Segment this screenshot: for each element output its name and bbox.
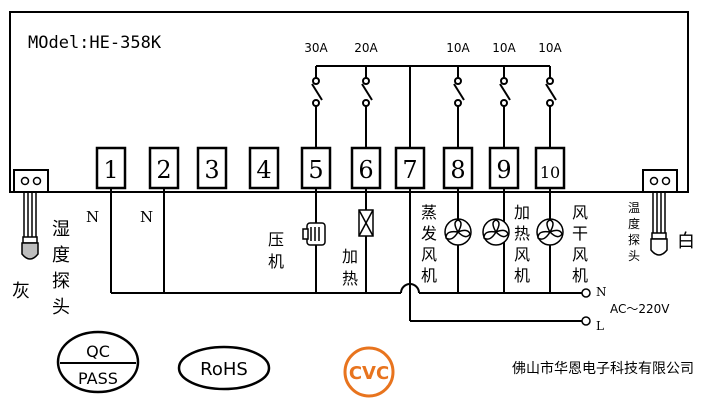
terminal-number: 5 (308, 156, 323, 184)
rating-label: 10A (538, 41, 562, 55)
drying-fan-label: 风 干 风 机 (572, 203, 588, 285)
rohs-text: RoHS (200, 359, 248, 380)
qc-pass-badge: QC PASS (56, 330, 140, 394)
heater-icon (358, 209, 374, 237)
relay-switch-3 (453, 66, 465, 148)
temperature-probe-char: 度 (628, 216, 640, 231)
heater-char: 加 (342, 247, 358, 266)
terminal-box (442, 146, 474, 190)
humidity-probe-color: 灰 (12, 281, 30, 302)
supply-terminal-l (581, 316, 591, 326)
heating-fan-label: 加 热 风 机 (514, 203, 530, 285)
supply-voltage: AC～220V (610, 302, 670, 316)
temperature-probe-label: 温 度 探 头 (628, 201, 640, 263)
supply-n-label: N (596, 285, 607, 299)
steam-fan-char: 发 (421, 224, 437, 243)
rating-label: 30A (304, 41, 328, 55)
humidity-probe-char: 头 (52, 297, 70, 318)
terminal-box (394, 146, 426, 190)
heating-fan-char: 加 (514, 203, 530, 222)
temperature-probe-connector (642, 169, 678, 193)
temperature-probe (650, 192, 668, 256)
relay-switch-5 (545, 66, 557, 148)
terminal-number: 6 (358, 156, 373, 184)
terminal-number: 4 (256, 156, 271, 184)
compressor-label: 压 机 (268, 230, 284, 271)
controller-outline (9, 11, 689, 193)
relay-ratings: 30A 20A 10A 10A 10A (304, 41, 562, 55)
temperature-probe-char: 温 (628, 201, 640, 215)
humidity-probe-char: 湿 (52, 219, 70, 240)
terminal-number: 1 (103, 156, 118, 184)
temperature-probe-color: 白 (677, 231, 695, 252)
terminal-block: 1 2 3 4 5 6 7 8 9 10 (95, 146, 566, 190)
neutral-label: N (140, 208, 153, 226)
cvc-logo: CVC (343, 346, 395, 398)
cvc-text: CVC (349, 363, 389, 384)
heater-label: 加 热 (342, 247, 358, 288)
qc-text: QC (86, 342, 110, 361)
company-name: 佛山市华恩电子科技有限公司 (512, 360, 694, 377)
temperature-probe-char: 头 (628, 249, 640, 263)
supply-terminal-n (581, 288, 591, 298)
rating-label: 10A (492, 41, 516, 55)
compressor-char: 机 (268, 252, 284, 271)
neutral-label: N (86, 208, 99, 226)
terminal-number: 8 (450, 156, 465, 184)
supply-l-label: L (596, 319, 604, 333)
heater-char: 热 (342, 269, 358, 288)
terminal-box (248, 146, 280, 190)
steam-fan-label: 蒸 发 风 机 (421, 203, 437, 285)
humidity-probe-label: 湿 度 探 头 (52, 219, 70, 318)
drying-fan-icon (536, 218, 564, 246)
heating-fan-char: 风 (514, 245, 530, 264)
relay-switches (311, 66, 557, 148)
relay-switch-4 (499, 66, 511, 148)
drying-fan-char: 风 (572, 245, 588, 264)
heating-fan-char: 热 (514, 224, 530, 243)
steam-fan-char: 蒸 (421, 203, 437, 222)
relay-switch-1 (311, 66, 323, 148)
relay-switch-2 (361, 66, 373, 148)
terminal-number: 10 (540, 163, 560, 182)
rating-label: 20A (354, 41, 378, 55)
compressor-icon (302, 222, 326, 246)
temperature-probe-char: 探 (628, 233, 640, 247)
heating-fan-icon (482, 218, 510, 246)
drying-fan-char: 风 (572, 203, 588, 222)
humidity-probe-connector (13, 169, 49, 193)
drying-fan-char: 干 (572, 224, 588, 243)
terminal-number: 9 (496, 156, 511, 184)
heating-fan-char: 机 (514, 266, 530, 285)
steam-fan-char: 风 (421, 245, 437, 264)
humidity-probe-char: 度 (52, 245, 70, 266)
model-label: MOdel:HE-358K (28, 33, 162, 53)
terminal-number: 2 (156, 156, 171, 184)
drying-fan-char: 机 (572, 266, 588, 285)
humidity-probe-char: 探 (52, 271, 70, 292)
terminal-number: 7 (402, 156, 417, 184)
humidity-probe (21, 192, 39, 260)
steam-fan-icon (444, 218, 472, 246)
pass-text: PASS (78, 369, 118, 388)
terminal-box (196, 146, 228, 190)
rating-label: 10A (446, 41, 470, 55)
steam-fan-char: 机 (421, 266, 437, 285)
terminal-number: 3 (204, 156, 219, 184)
rohs-badge: RoHS (177, 345, 271, 391)
compressor-char: 压 (268, 230, 284, 249)
